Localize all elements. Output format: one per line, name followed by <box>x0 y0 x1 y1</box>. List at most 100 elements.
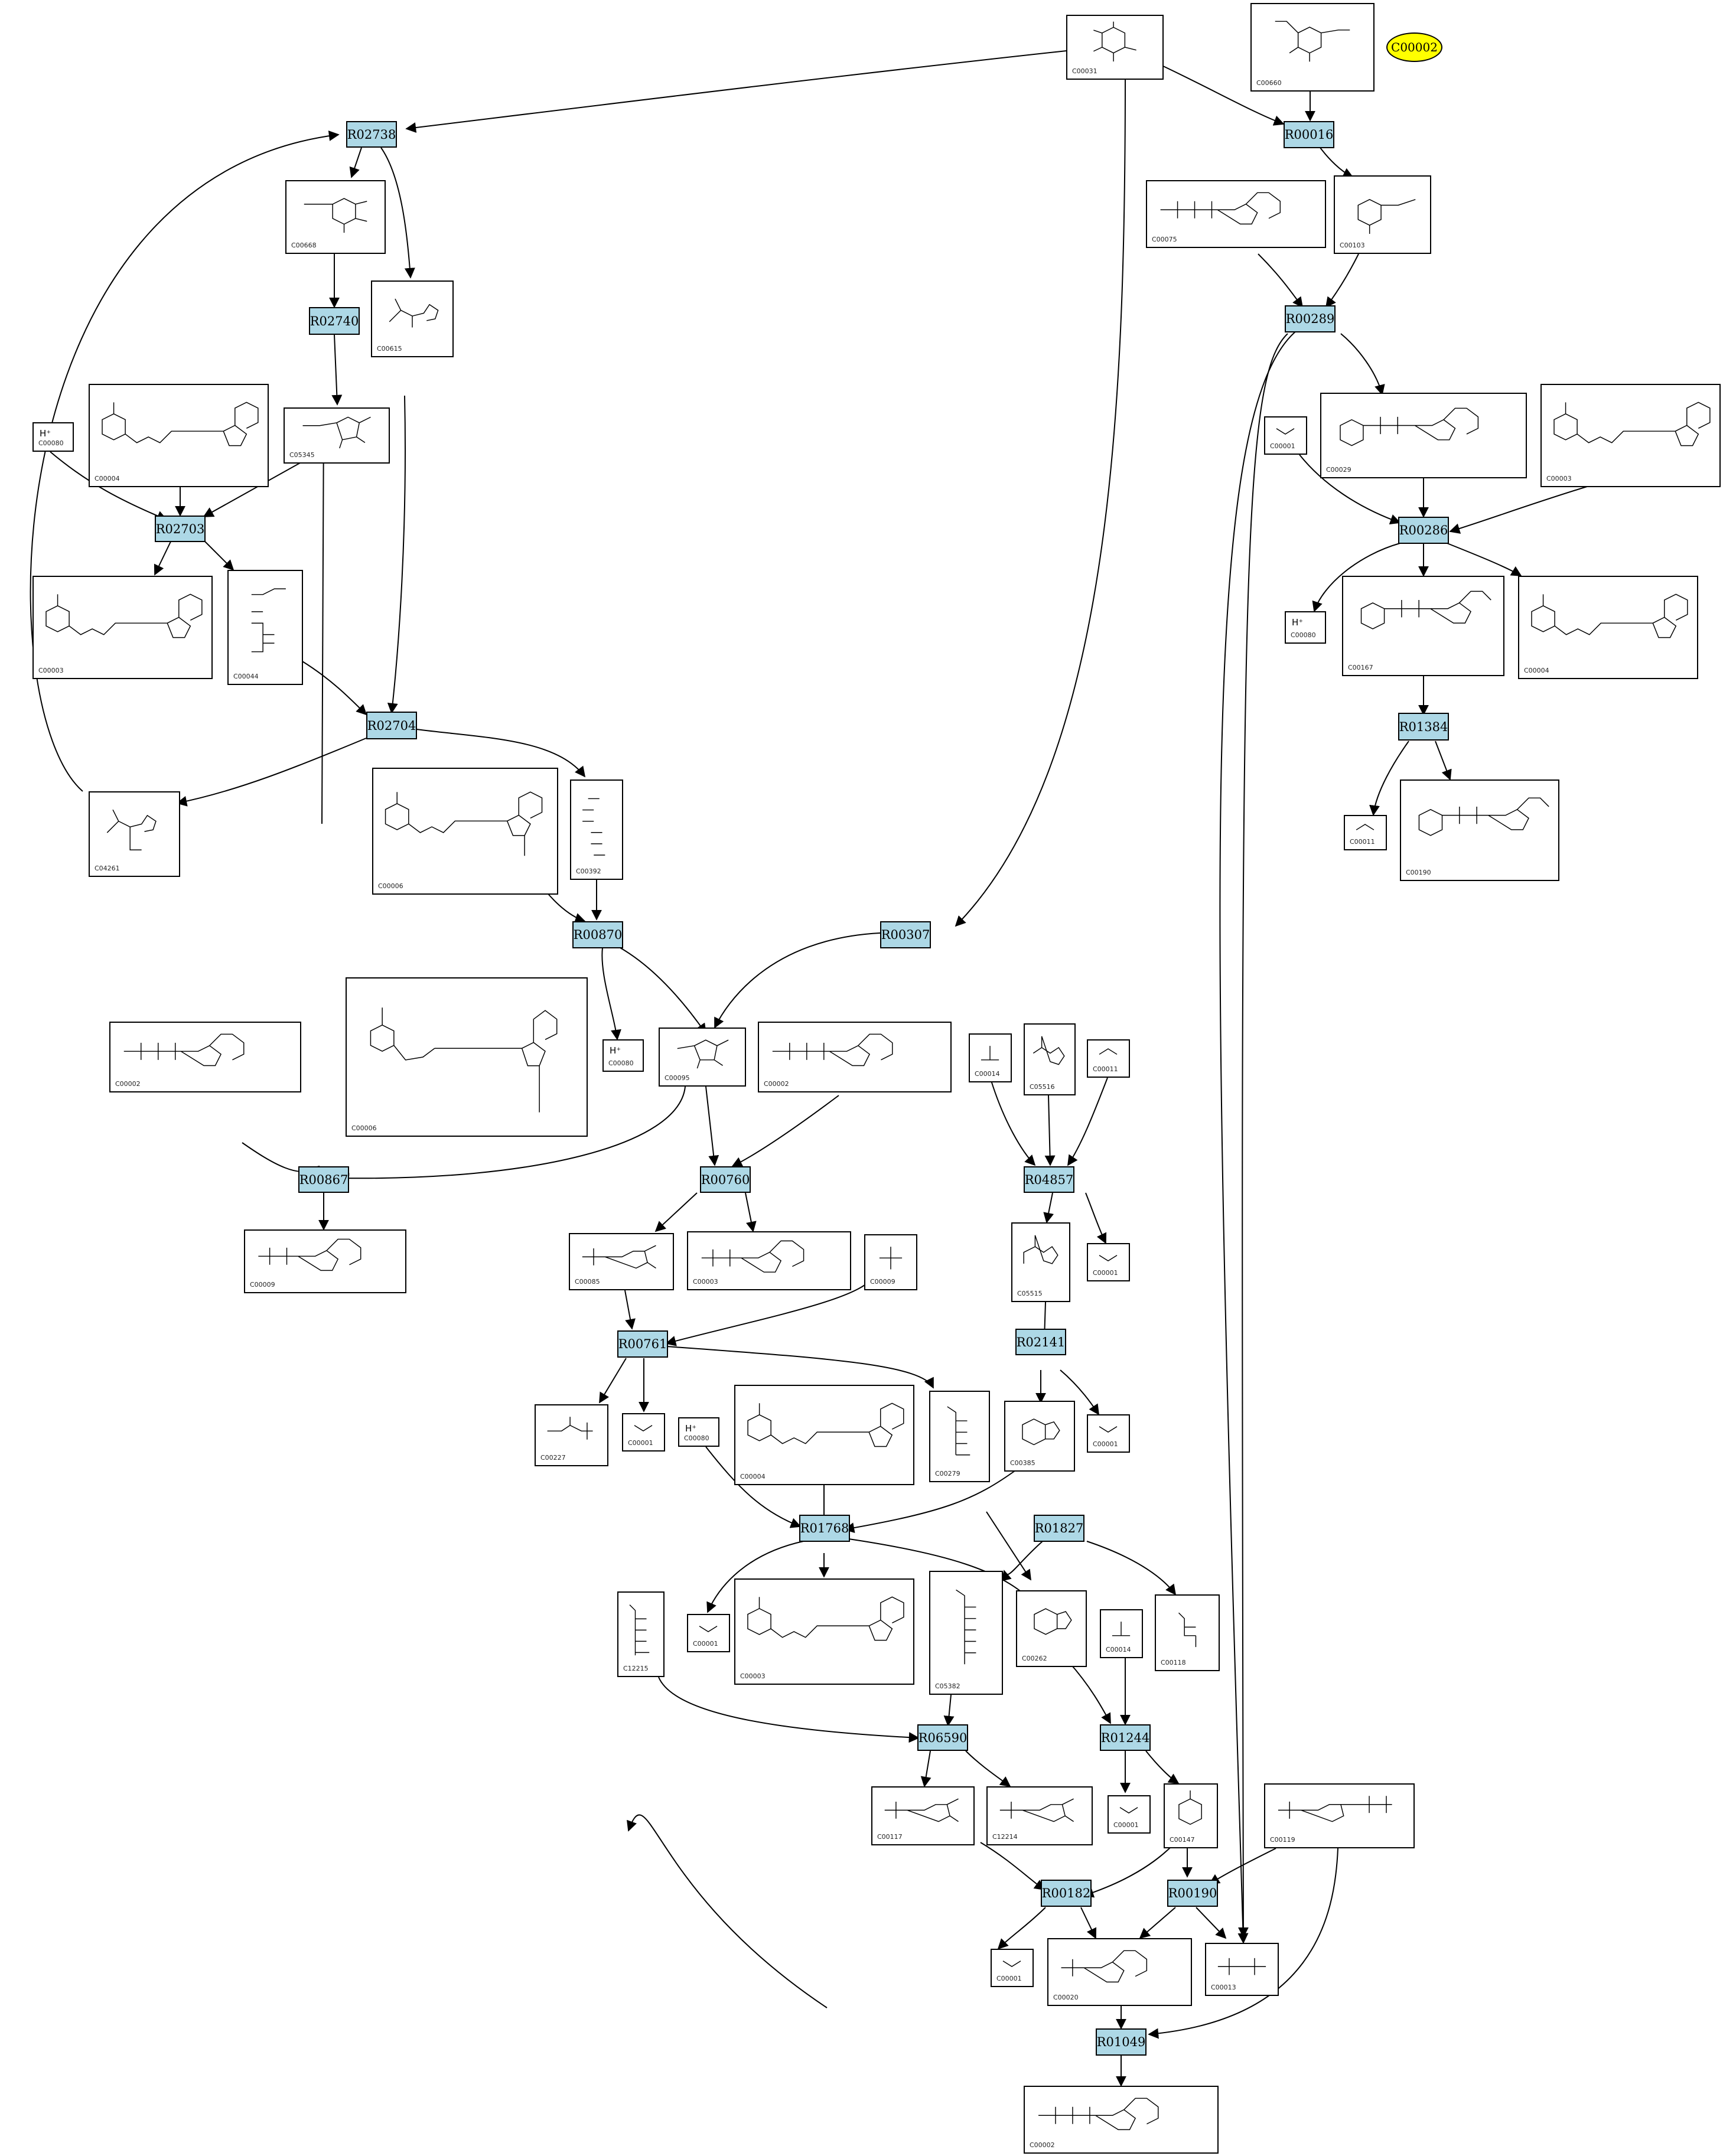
reaction-r02141[interactable]: R02141 <box>1015 1329 1066 1355</box>
compound-c00004-b[interactable]: C00004 <box>734 1385 914 1485</box>
compound-c00117[interactable]: C00117 <box>871 1786 975 1845</box>
compound-c00009-b[interactable]: C00009 <box>864 1234 917 1290</box>
reaction-r00289[interactable]: R00289 <box>1285 305 1336 332</box>
reaction-r02703[interactable]: R02703 <box>155 516 206 542</box>
compound-c00668[interactable]: C00668 <box>285 180 386 254</box>
compound-c00190[interactable]: C00190 <box>1400 779 1559 881</box>
compound-c00262[interactable]: C00262 <box>1016 1590 1087 1667</box>
compound-c04261[interactable]: C04261 <box>89 791 180 877</box>
edge <box>1325 253 1359 308</box>
reaction-r01384[interactable]: R01384 <box>1398 713 1449 741</box>
compound-c00011-b[interactable]: C00011 <box>1344 815 1387 850</box>
compound-c00660[interactable]: C00660 <box>1250 3 1375 92</box>
compound-c00615[interactable]: C00615 <box>371 280 454 357</box>
compound-c00003-a[interactable]: C00003 <box>32 576 213 679</box>
compound-c00002-b[interactable]: C00002 <box>109 1022 301 1092</box>
reaction-r00182[interactable]: R00182 <box>1041 1880 1092 1907</box>
compound-c00006-a[interactable]: C00006 <box>372 768 558 895</box>
compound-c00385[interactable]: C00385 <box>1004 1401 1075 1472</box>
compound-c00095[interactable]: C00095 <box>659 1028 746 1087</box>
structure-diagram <box>1093 21 1136 62</box>
edge <box>714 932 881 1029</box>
compound-c00103[interactable]: C00103 <box>1334 175 1431 254</box>
compound-c00167[interactable]: C00167 <box>1342 576 1504 676</box>
compound-c05345[interactable]: C05345 <box>284 407 390 464</box>
compound-c00279[interactable]: C00279 <box>929 1391 990 1482</box>
edge <box>302 661 367 716</box>
compound-id: C00029 <box>1326 466 1351 474</box>
compound-id: C00013 <box>1211 1984 1236 1991</box>
compound-c00011-a[interactable]: C00011 <box>1087 1039 1130 1078</box>
reaction-r02738[interactable]: R02738 <box>346 121 397 148</box>
reaction-r01244[interactable]: R01244 <box>1100 1724 1151 1751</box>
compound-c00013[interactable]: C00013 <box>1205 1943 1279 1996</box>
compound-c00001-b[interactable]: C00001 <box>1087 1243 1130 1281</box>
compound-c00029[interactable]: C00029 <box>1320 393 1527 478</box>
reaction-r02740[interactable]: R02740 <box>309 307 360 335</box>
compound-c00001-c[interactable]: C00001 <box>1087 1414 1130 1453</box>
compound-c00085[interactable]: C00085 <box>569 1233 674 1290</box>
edge <box>1196 1907 1227 1939</box>
compound-id: C12215 <box>623 1665 649 1672</box>
compound-c12214[interactable]: C12214 <box>986 1786 1093 1845</box>
compound-c00006-b[interactable]: C00006 <box>346 977 588 1137</box>
compound-c00003-b[interactable]: C00003 <box>687 1231 851 1290</box>
compound-c05382[interactable]: C05382 <box>929 1571 1003 1695</box>
compound-c12215[interactable]: C12215 <box>617 1591 665 1677</box>
highlight-c00002-ellipse[interactable]: C00002 <box>1386 32 1442 62</box>
compound-id: C00118 <box>1161 1659 1186 1666</box>
compound-c00001-g[interactable]: C00001 <box>1264 416 1307 455</box>
compound-c00147[interactable]: C00147 <box>1164 1783 1218 1848</box>
compound-c00118[interactable]: C00118 <box>1155 1594 1220 1671</box>
compound-c00002-c[interactable]: C00002 <box>1024 2086 1219 2154</box>
compound-c00001-f[interactable]: C00001 <box>991 1949 1034 1987</box>
reaction-r00286[interactable]: R00286 <box>1398 517 1449 544</box>
compound-c00001-e[interactable]: C00001 <box>1108 1795 1151 1834</box>
compound-c00009-a[interactable]: C00009 <box>244 1229 406 1293</box>
reaction-r00870[interactable]: R00870 <box>572 921 623 948</box>
reaction-r02704[interactable]: R02704 <box>366 712 417 739</box>
compound-c00014-b[interactable]: C00014 <box>1100 1609 1143 1658</box>
structure-diagram <box>981 1046 999 1061</box>
compound-c00080-b[interactable]: H⁺ C00080 <box>602 1039 644 1072</box>
compound-c00014-a[interactable]: C00014 <box>969 1033 1012 1082</box>
reaction-r00307[interactable]: R00307 <box>880 921 931 948</box>
compound-c00080-d[interactable]: H⁺ C00080 <box>1285 611 1326 644</box>
edge <box>955 79 1126 927</box>
compound-c05516[interactable]: C05516 <box>1024 1023 1076 1095</box>
reaction-r00760[interactable]: R00760 <box>700 1166 751 1193</box>
reaction-r00016[interactable]: R00016 <box>1284 121 1334 148</box>
compound-c00080-c[interactable]: H⁺ C00080 <box>678 1417 719 1447</box>
reaction-r04857[interactable]: R04857 <box>1024 1166 1074 1193</box>
compound-c00004-c[interactable]: C00004 <box>1518 576 1698 679</box>
compound-c00227[interactable]: C00227 <box>535 1404 608 1466</box>
compound-c00080-a[interactable]: H⁺ C00080 <box>32 422 74 452</box>
compound-c00003-c[interactable]: C00003 <box>734 1578 914 1685</box>
compound-c00031[interactable]: C00031 <box>1066 15 1164 80</box>
edge <box>1139 1907 1176 1939</box>
edge <box>980 1842 1045 1891</box>
compound-id: C00031 <box>1072 67 1097 75</box>
compound-c00119[interactable]: C00119 <box>1264 1783 1415 1848</box>
compound-c00003-d[interactable]: C00003 <box>1540 384 1721 487</box>
compound-id: C00080 <box>608 1059 634 1067</box>
compound-c00044[interactable]: C00044 <box>227 570 303 685</box>
reaction-r06590[interactable]: R06590 <box>917 1724 968 1751</box>
compound-c00004-a[interactable]: C00004 <box>89 384 269 487</box>
reaction-r01827[interactable]: R01827 <box>1034 1515 1084 1542</box>
reaction-r01049[interactable]: R01049 <box>1096 2028 1147 2056</box>
compound-c00075[interactable]: C00075 <box>1146 180 1326 248</box>
compound-c00392[interactable]: C00392 <box>570 779 623 880</box>
compound-c00020[interactable]: C00020 <box>1047 1938 1192 2006</box>
reaction-r01768[interactable]: R01768 <box>799 1515 850 1542</box>
compound-c00002-a[interactable]: C00002 <box>758 1022 952 1092</box>
compound-c00001-d[interactable]: C00001 <box>687 1614 730 1652</box>
reaction-r00190[interactable]: R00190 <box>1167 1880 1218 1907</box>
structure-diagram <box>1418 797 1549 836</box>
compound-c00001-a[interactable]: C00001 <box>622 1413 665 1452</box>
compound-c05515[interactable]: C05515 <box>1011 1222 1070 1302</box>
compound-id: C00006 <box>351 1124 377 1132</box>
edge <box>1312 543 1400 612</box>
reaction-r00867[interactable]: R00867 <box>298 1166 349 1193</box>
reaction-r00761[interactable]: R00761 <box>617 1330 668 1358</box>
